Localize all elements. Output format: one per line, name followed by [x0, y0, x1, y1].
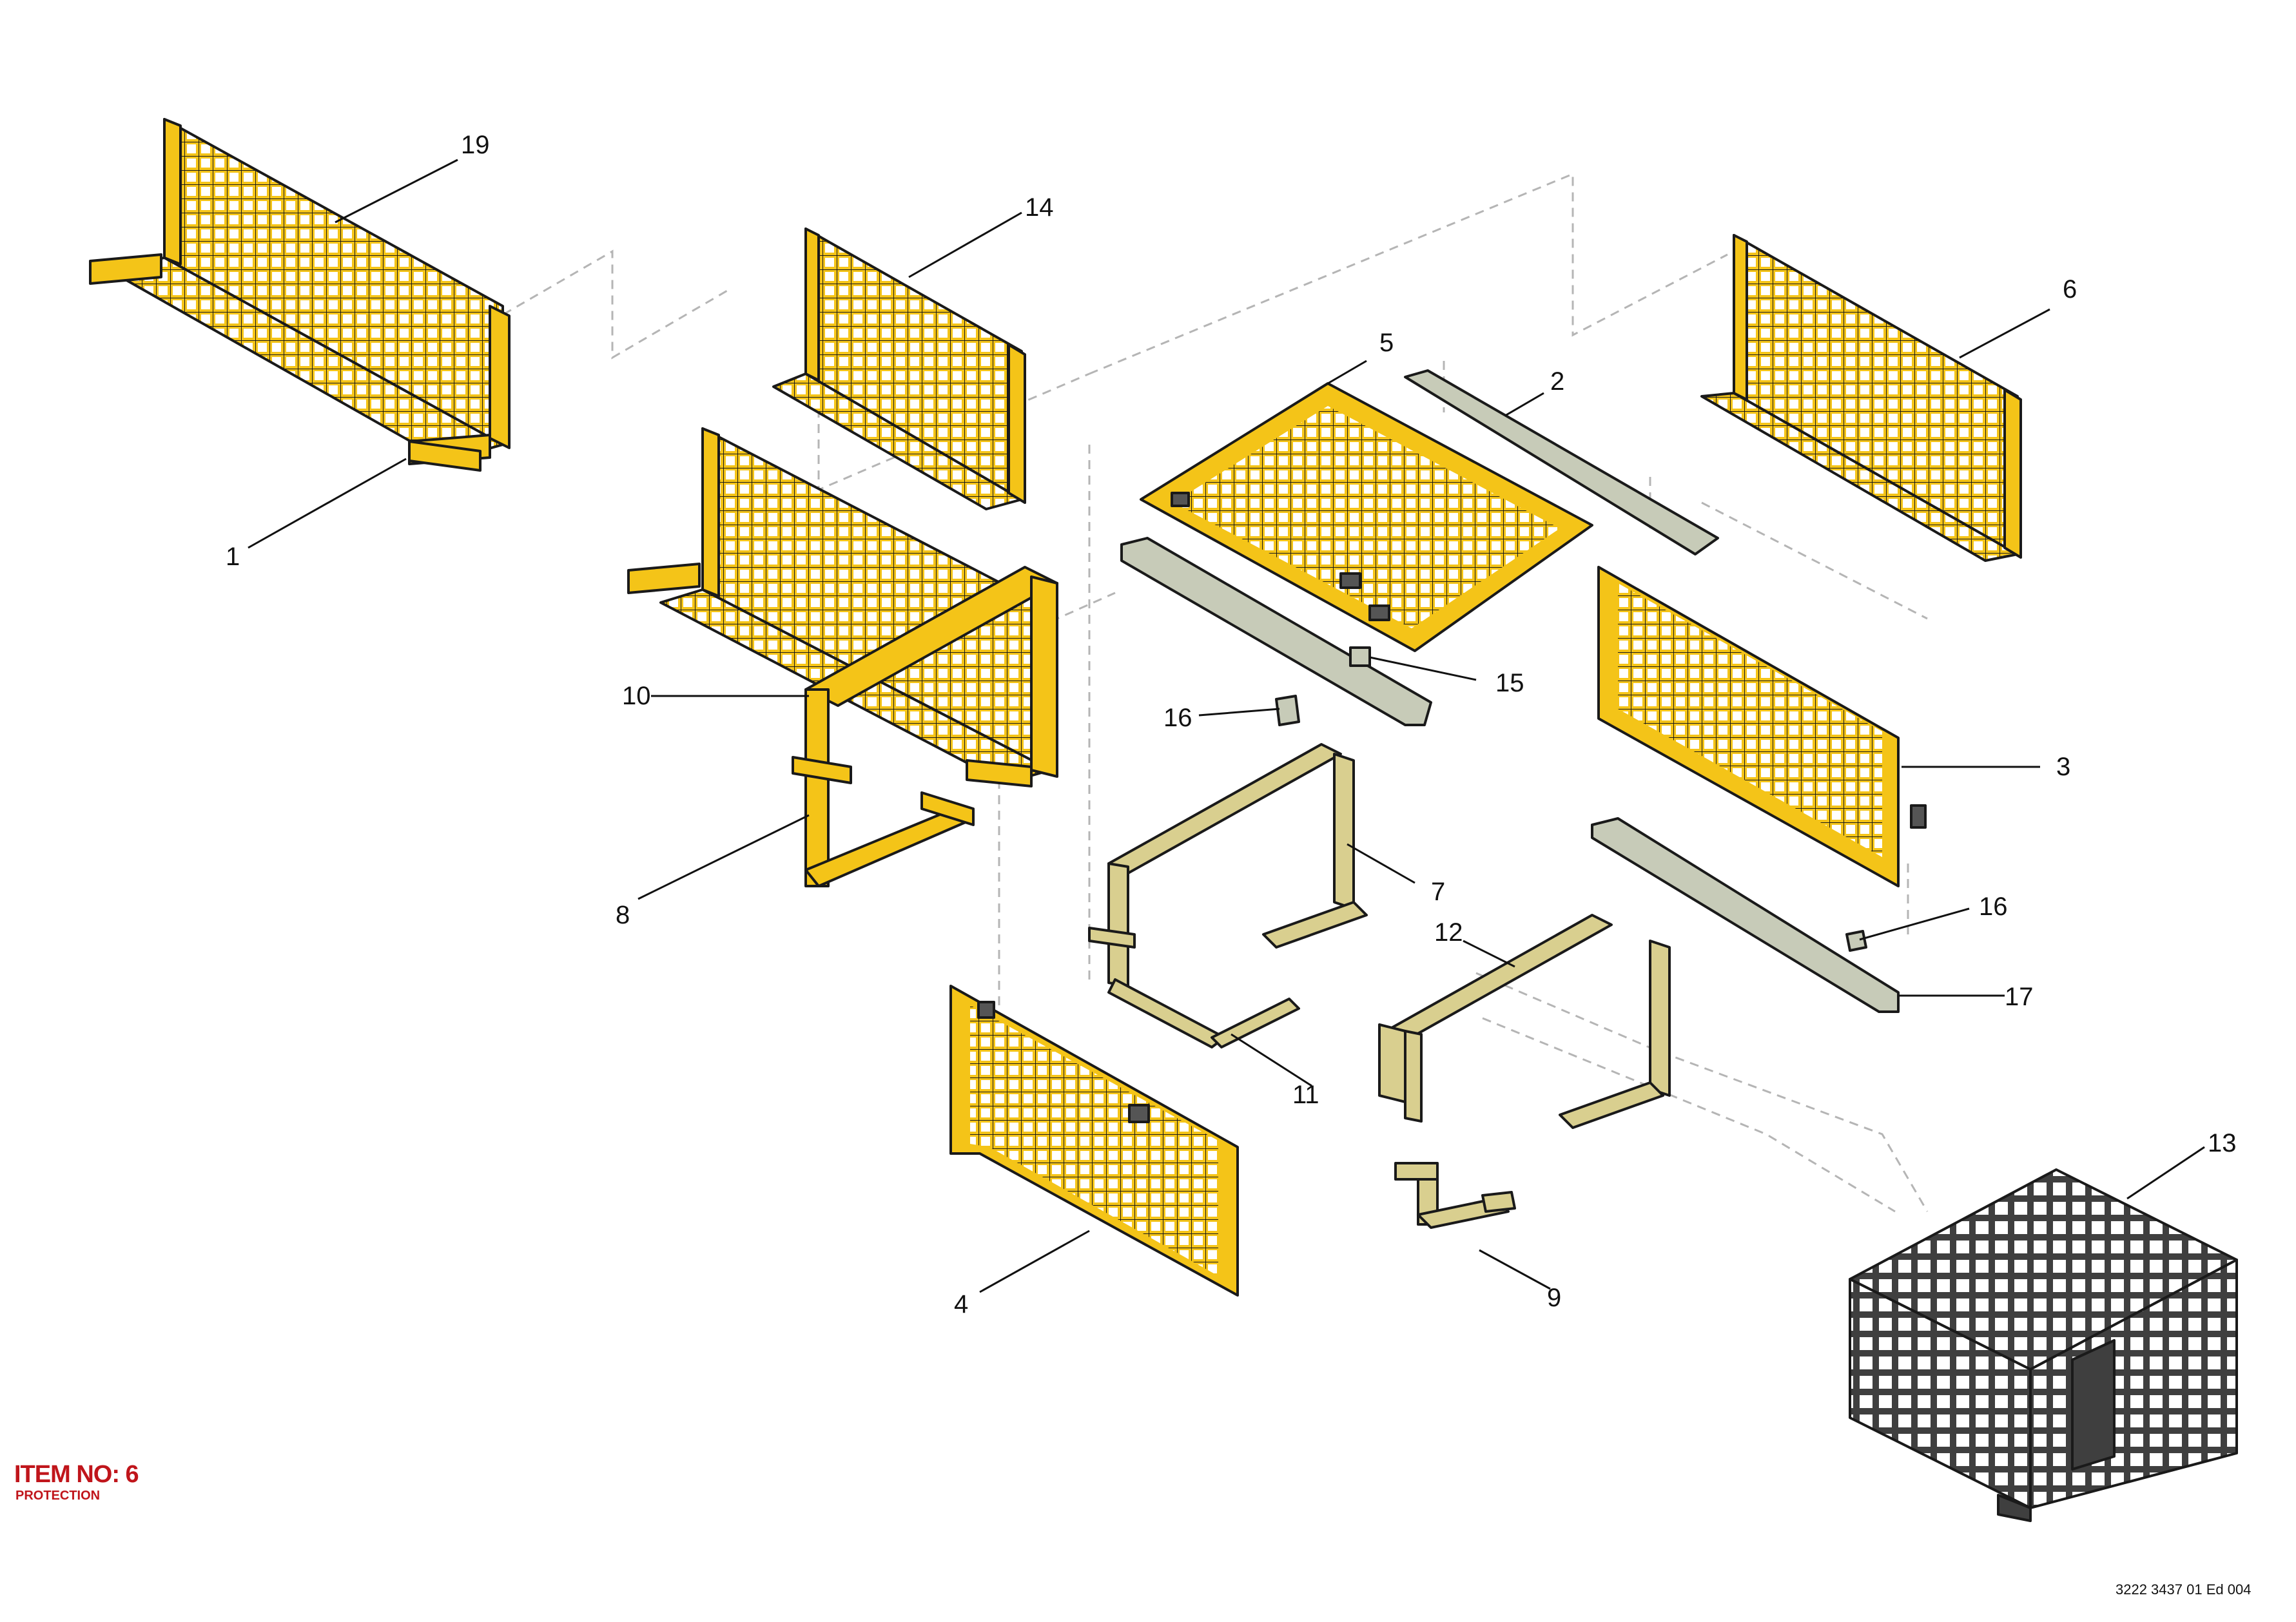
- cover-13: [1849, 1168, 2238, 1522]
- callout-12: 12: [1434, 918, 1463, 947]
- bracket-9: [1394, 1162, 1516, 1229]
- guard-panel-19: [89, 118, 511, 465]
- callout-4: 4: [954, 1290, 968, 1318]
- item-subtitle: PROTECTION: [15, 1489, 101, 1503]
- bracket-17: [1591, 817, 1900, 1013]
- clip-16-left: [1275, 695, 1300, 726]
- guard-panel-14: [772, 227, 1026, 510]
- callout-7: 7: [1431, 878, 1445, 906]
- callout-11: 11: [1292, 1081, 1319, 1109]
- guard-panel-6: [1700, 234, 2022, 562]
- guard-panel-4: [949, 985, 1239, 1297]
- callout-8: 8: [616, 901, 630, 929]
- callout-16-left: 16: [1163, 704, 1192, 732]
- callout-17: 17: [2005, 983, 2034, 1011]
- callout-10: 10: [622, 682, 651, 710]
- callout-13: 13: [2208, 1129, 2237, 1157]
- guard-panel-3: [1597, 566, 1927, 887]
- document-reference: 3222 3437 01 Ed 004: [2116, 1581, 2252, 1598]
- clip-16-right: [1845, 930, 1867, 952]
- callout-9: 9: [1547, 1284, 1561, 1312]
- item-number-title: ITEM NO: 6: [14, 1461, 139, 1488]
- frame-7-11: [1088, 743, 1368, 1048]
- callout-labels: 19 1 14 5 2 6 3 10 8 15 16 7 11 12 16 17…: [226, 131, 2237, 1318]
- callout-14: 14: [1025, 193, 1054, 222]
- top-cover-5: [1140, 382, 1593, 652]
- callout-15: 15: [1495, 669, 1524, 697]
- callout-6: 6: [2063, 275, 2077, 304]
- callout-2: 2: [1550, 367, 1564, 396]
- callout-3: 3: [2056, 753, 2070, 781]
- frame-12: [1378, 914, 1671, 1129]
- leader-lines: [248, 159, 2205, 1293]
- callout-19: 19: [461, 131, 490, 159]
- frame-10: [792, 566, 1058, 887]
- callout-16-right: 16: [1979, 893, 2008, 921]
- bracket-2: [1404, 369, 1719, 555]
- guard-foot-1: [408, 440, 482, 472]
- callout-5: 5: [1379, 329, 1394, 357]
- callout-1: 1: [226, 543, 240, 571]
- bracket-15: [1120, 537, 1432, 726]
